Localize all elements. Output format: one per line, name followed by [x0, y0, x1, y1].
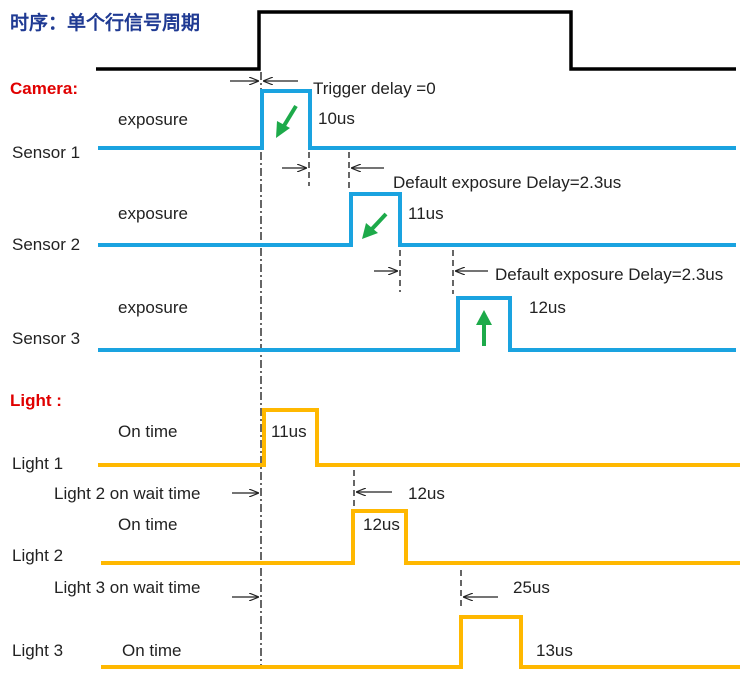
light-3-label: Light 3 [12, 641, 63, 660]
sensor-3-duration: 12us [529, 298, 566, 317]
light-3-pulse-label: On time [122, 641, 182, 660]
light-3-wait-value: 25us [513, 578, 550, 597]
light-1-label: Light 1 [12, 454, 63, 473]
camera-section-label: Camera: [10, 79, 78, 98]
light-3-duration: 13us [536, 641, 573, 660]
sensor-1-pulse-label: exposure [118, 110, 188, 129]
sensor-2-signal [98, 192, 736, 247]
sensor-1-label: Sensor 1 [12, 143, 80, 162]
sensor-3-label: Sensor 3 [12, 329, 80, 348]
light-section-label: Light : [10, 391, 62, 410]
diagram-title: 时序：单个行信号周期 [10, 11, 200, 34]
delay-2-label: Default exposure Delay=2.3us [495, 265, 723, 284]
light-1-pulse-label: On time [118, 422, 178, 441]
sensor-3-pulse-label: exposure [118, 298, 188, 317]
sensor-2-label: Sensor 2 [12, 235, 80, 254]
light-2-wait-value: 12us [408, 484, 445, 503]
arrow-down-left-icon [276, 104, 298, 138]
sensor-2-pulse-label: exposure [118, 204, 188, 223]
light-2-signal [101, 509, 740, 565]
sensor-1-signal [98, 89, 736, 150]
row-signal [96, 10, 736, 71]
arrow-down-left-icon [362, 212, 388, 239]
sensor-3-signal [98, 296, 736, 352]
arrow-up-icon [476, 310, 492, 346]
light-2-duration: 12us [363, 515, 400, 534]
light-2-label: Light 2 [12, 546, 63, 565]
light-2-pulse-label: On time [118, 515, 178, 534]
light-2-wait-label: Light 2 on wait time [54, 484, 200, 503]
sensor-1-duration: 10us [318, 109, 355, 128]
light-1-duration: 11us [271, 422, 307, 441]
trigger-delay-label: Trigger delay =0 [313, 79, 436, 98]
light-3-wait-label: Light 3 on wait time [54, 578, 200, 597]
delay-1-label: Default exposure Delay=2.3us [393, 173, 621, 192]
light-1-signal [98, 408, 740, 467]
light-3-signal [101, 615, 740, 669]
sensor-2-duration: 11us [408, 204, 444, 223]
